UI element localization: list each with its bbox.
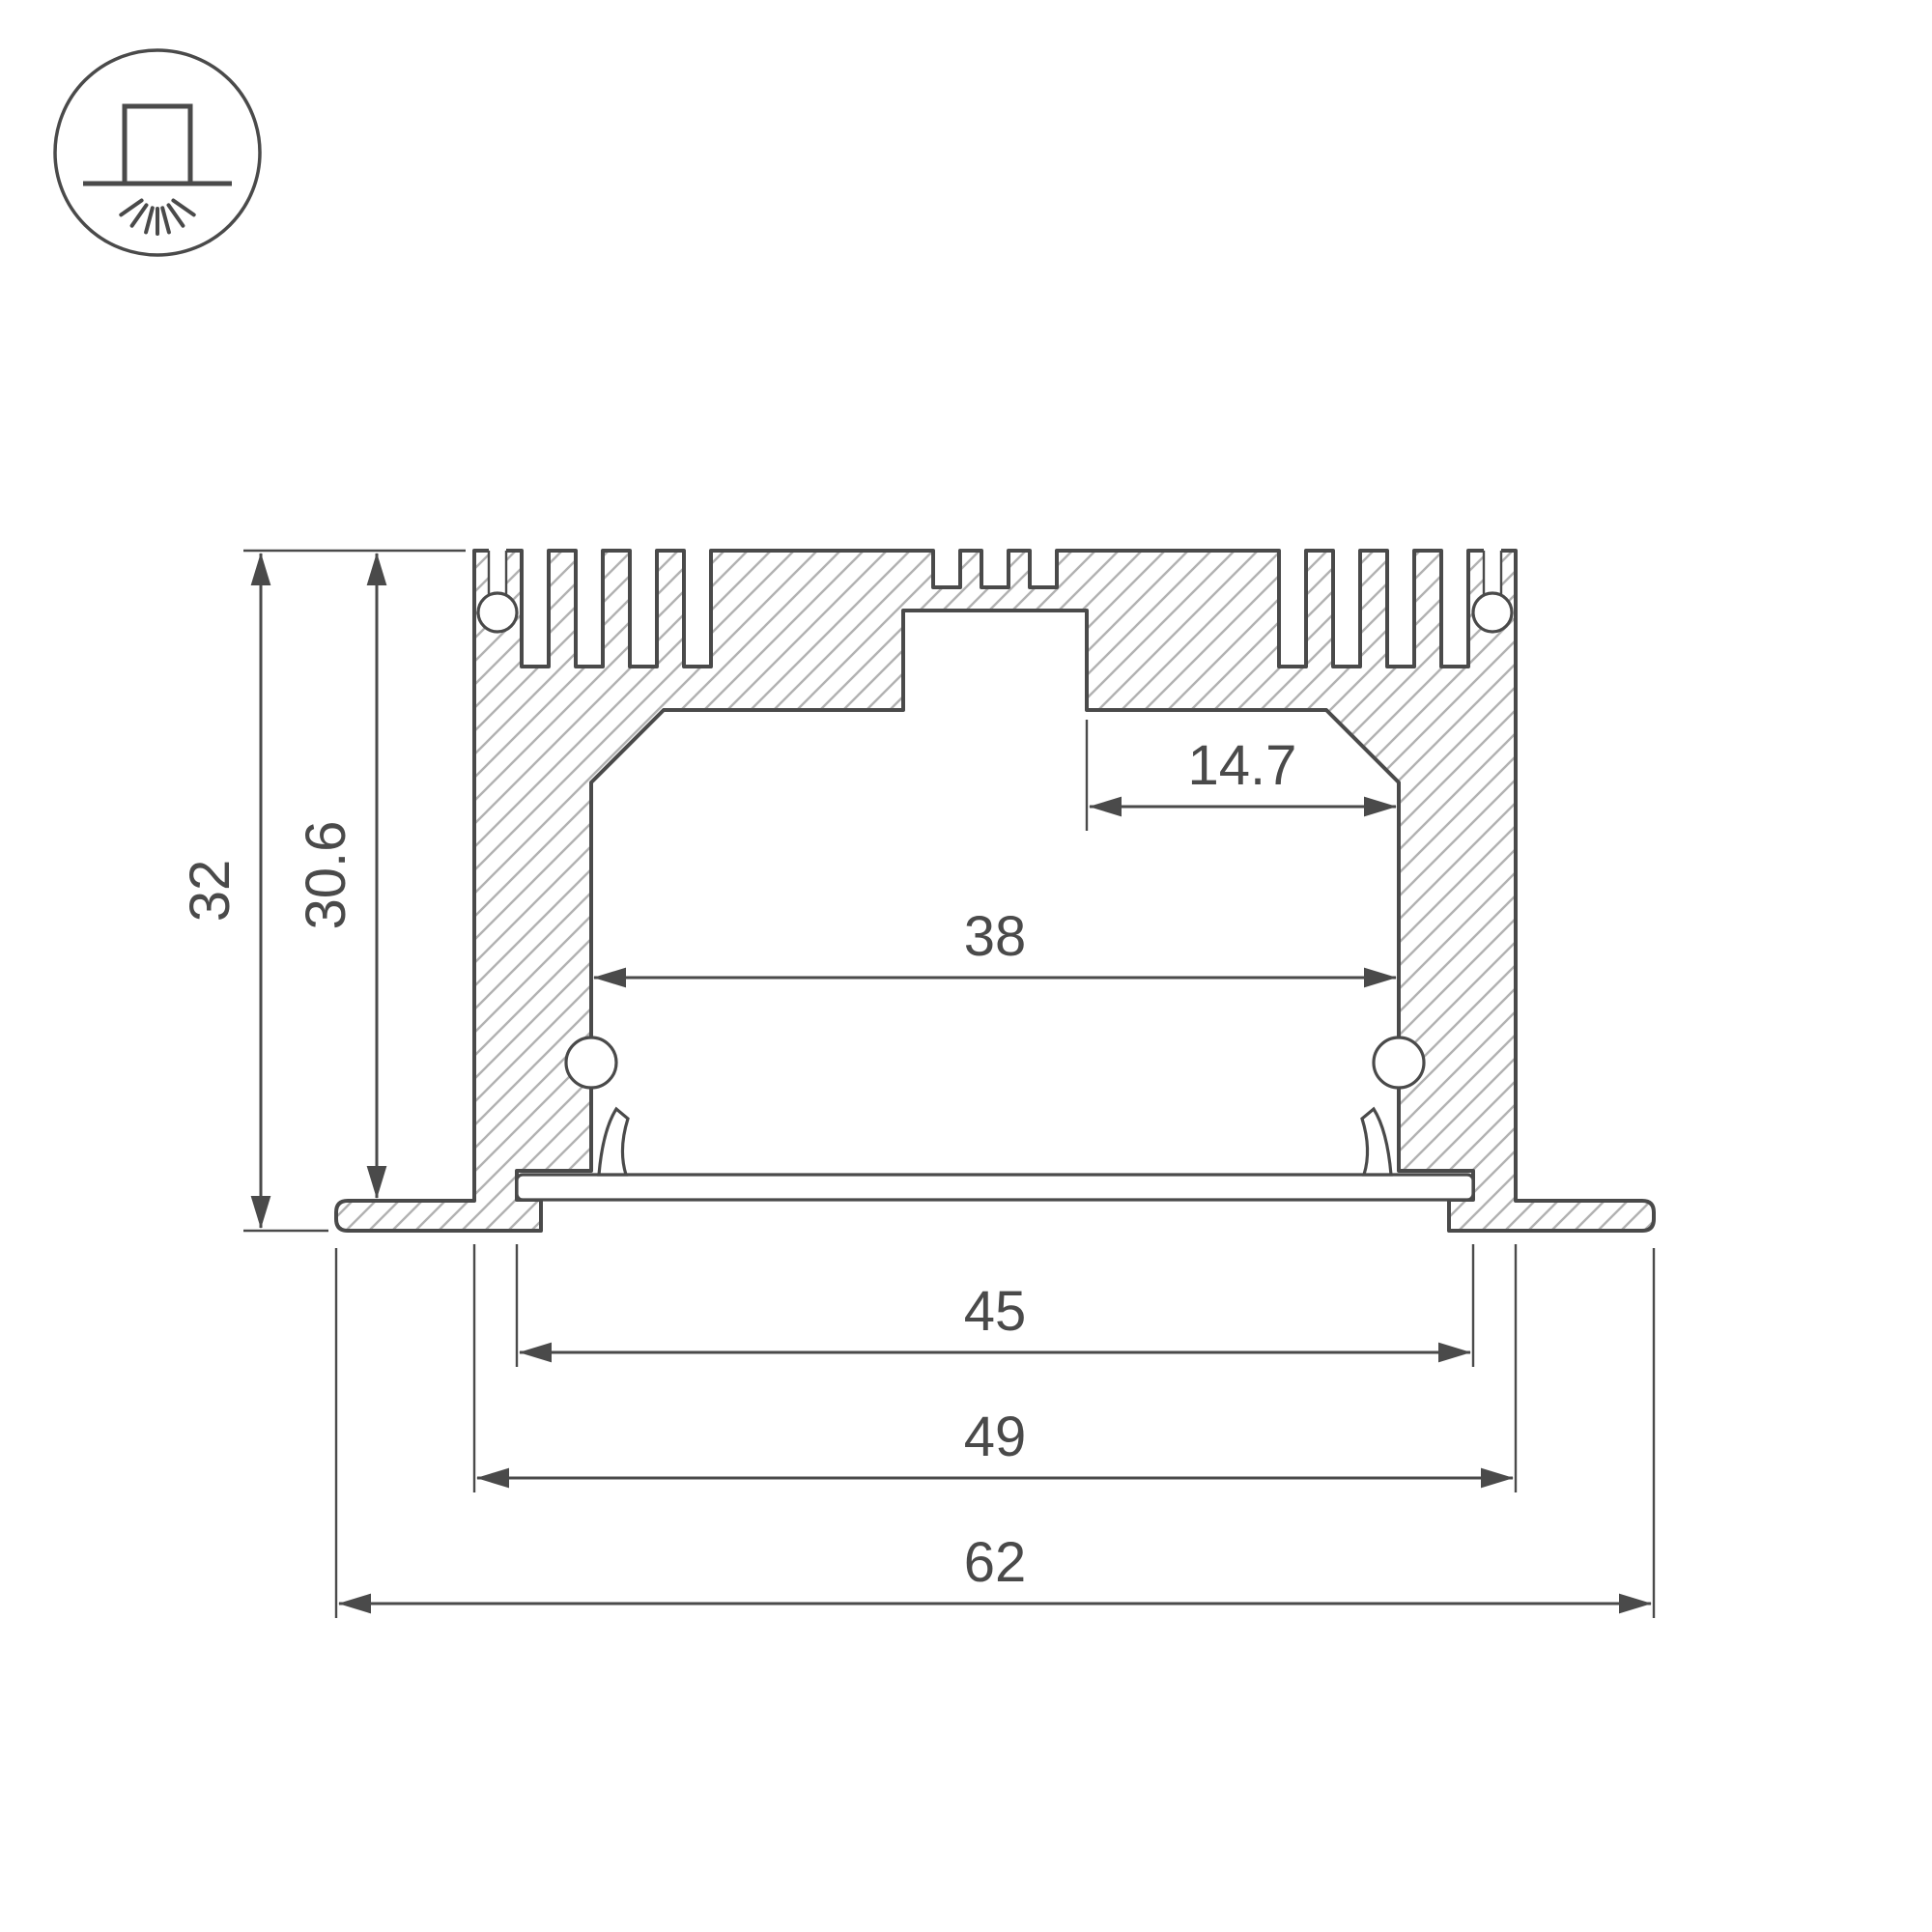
dim-label-62: 62: [964, 1531, 1027, 1594]
dim-width-14-7: 14.7: [1089, 734, 1397, 817]
dim-label-32: 32: [179, 860, 242, 923]
dim-label-30-6: 30.6: [295, 821, 357, 930]
dim-label-14-7: 14.7: [1188, 734, 1297, 797]
dimensions: 32 30.6 14.7 38 45 49 62: [179, 549, 1656, 1618]
dim-label-38: 38: [964, 905, 1027, 968]
dim-label-45: 45: [964, 1280, 1027, 1343]
icon-circle: [53, 48, 262, 257]
dim-label-49: 49: [964, 1406, 1027, 1468]
diffuser-plate: [515, 1173, 1475, 1202]
dim-height-32: 32: [179, 553, 271, 1229]
recessed-downlight-icon: [53, 48, 262, 257]
icon-light-rays: [119, 198, 196, 236]
dim-width-45: 45: [519, 1280, 1471, 1363]
screw-port-left: [476, 545, 519, 634]
retainer-horn-right: [1360, 1106, 1393, 1177]
retainer-horn-left: [597, 1106, 630, 1177]
aluminum-body: [334, 549, 1656, 1233]
clip-port-left: [564, 1036, 618, 1090]
screw-port-right: [1471, 545, 1514, 634]
dim-width-49: 49: [476, 1406, 1514, 1489]
profile-cross-section: [334, 545, 1656, 1233]
dim-height-30-6: 30.6: [295, 553, 387, 1199]
clip-port-right: [1372, 1036, 1426, 1090]
dim-width-62: 62: [338, 1531, 1652, 1614]
dim-width-38: 38: [593, 905, 1397, 988]
